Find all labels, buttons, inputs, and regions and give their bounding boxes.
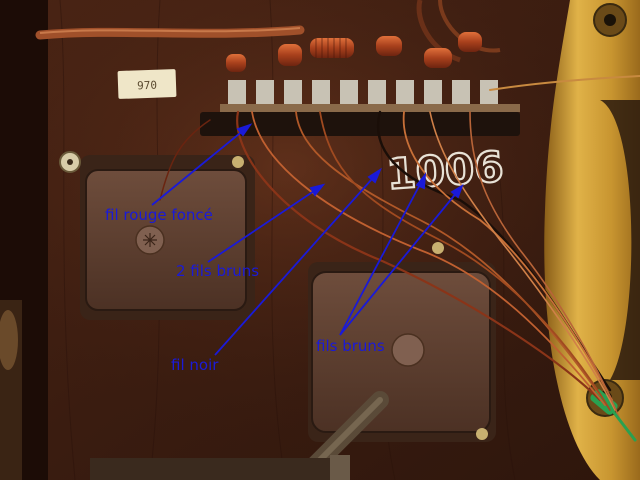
left-transformer bbox=[59, 151, 255, 320]
coils bbox=[226, 32, 482, 72]
annotation-arrows bbox=[151, 123, 464, 356]
label-fils-bruns: fils bruns bbox=[316, 337, 385, 355]
top-cable bbox=[35, 25, 305, 40]
label-fil-rouge-fonce: fil rouge foncé bbox=[105, 206, 213, 224]
speaker-frame bbox=[544, 0, 640, 480]
probe-rod bbox=[90, 391, 389, 480]
chalk-number: 1006 bbox=[385, 142, 505, 199]
terminal-strip-base bbox=[200, 112, 520, 136]
terminal-lugs bbox=[220, 80, 520, 112]
label-2-fils-bruns: 2 fils bruns bbox=[176, 262, 260, 280]
label-fil-noir: fil noir bbox=[171, 356, 219, 374]
paper-tag bbox=[117, 69, 177, 99]
paper-tag-number: 970 bbox=[137, 79, 157, 93]
